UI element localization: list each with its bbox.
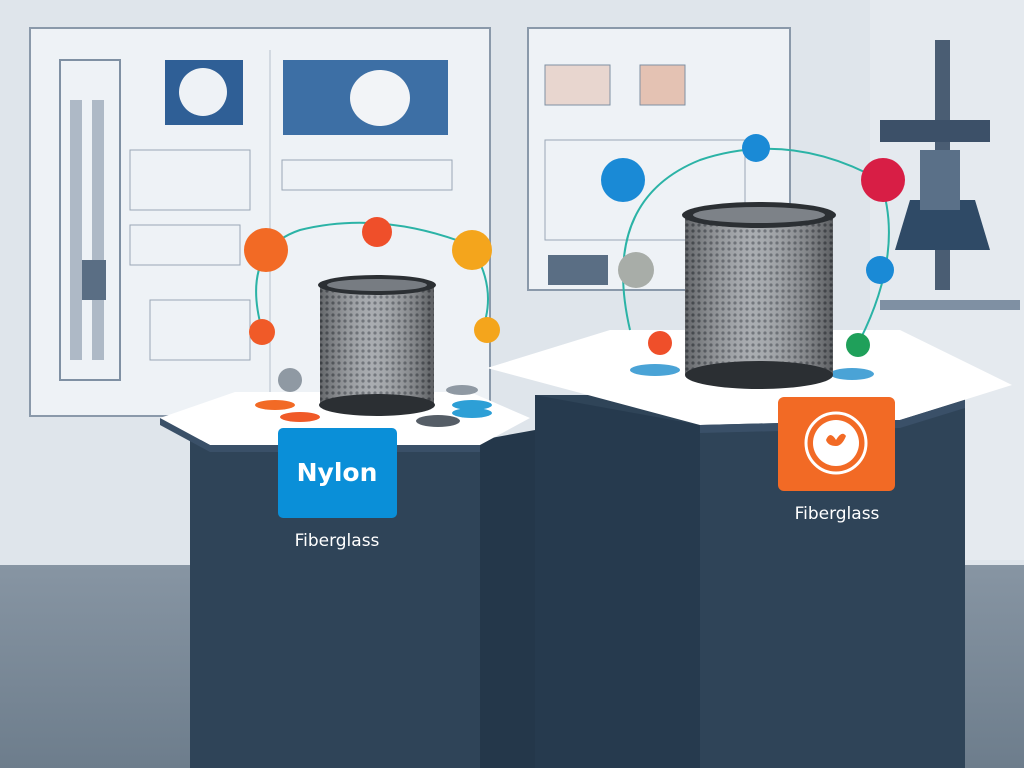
clock-icon	[249, 319, 275, 345]
nylon-badge-label: Nylon	[297, 458, 378, 487]
disc-icon	[630, 364, 680, 376]
alert-icon	[648, 331, 672, 355]
settings-icon	[618, 252, 654, 288]
filter-cartridge-small	[318, 275, 436, 416]
left-caption: Fiberglass	[295, 531, 380, 551]
fiberglass-badge	[778, 397, 895, 491]
disc-icon	[446, 385, 478, 395]
gear-icon	[244, 228, 288, 272]
disc-icon	[416, 415, 460, 427]
disc-icon	[452, 408, 492, 418]
right-caption: Fiberglass	[795, 504, 880, 524]
disc-icon	[452, 400, 492, 410]
drop-icon	[866, 256, 894, 284]
gauge-icon	[742, 134, 770, 162]
disc-icon	[830, 368, 874, 380]
right-pedestal	[487, 330, 1012, 768]
filter-cartridge-large	[682, 202, 836, 389]
left-pedestal	[160, 392, 535, 768]
disc-icon	[255, 400, 295, 410]
leaf-icon	[846, 333, 870, 357]
star-icon	[474, 317, 500, 343]
disc-icon	[280, 412, 320, 422]
settings-icon	[278, 368, 302, 392]
shield-icon	[362, 217, 392, 247]
monitor-icon	[861, 158, 905, 202]
nylon-badge: Nylon	[278, 428, 397, 518]
icon-connector-arc-right	[622, 147, 890, 341]
ruler-icon	[601, 158, 645, 202]
document-icon	[452, 230, 492, 270]
